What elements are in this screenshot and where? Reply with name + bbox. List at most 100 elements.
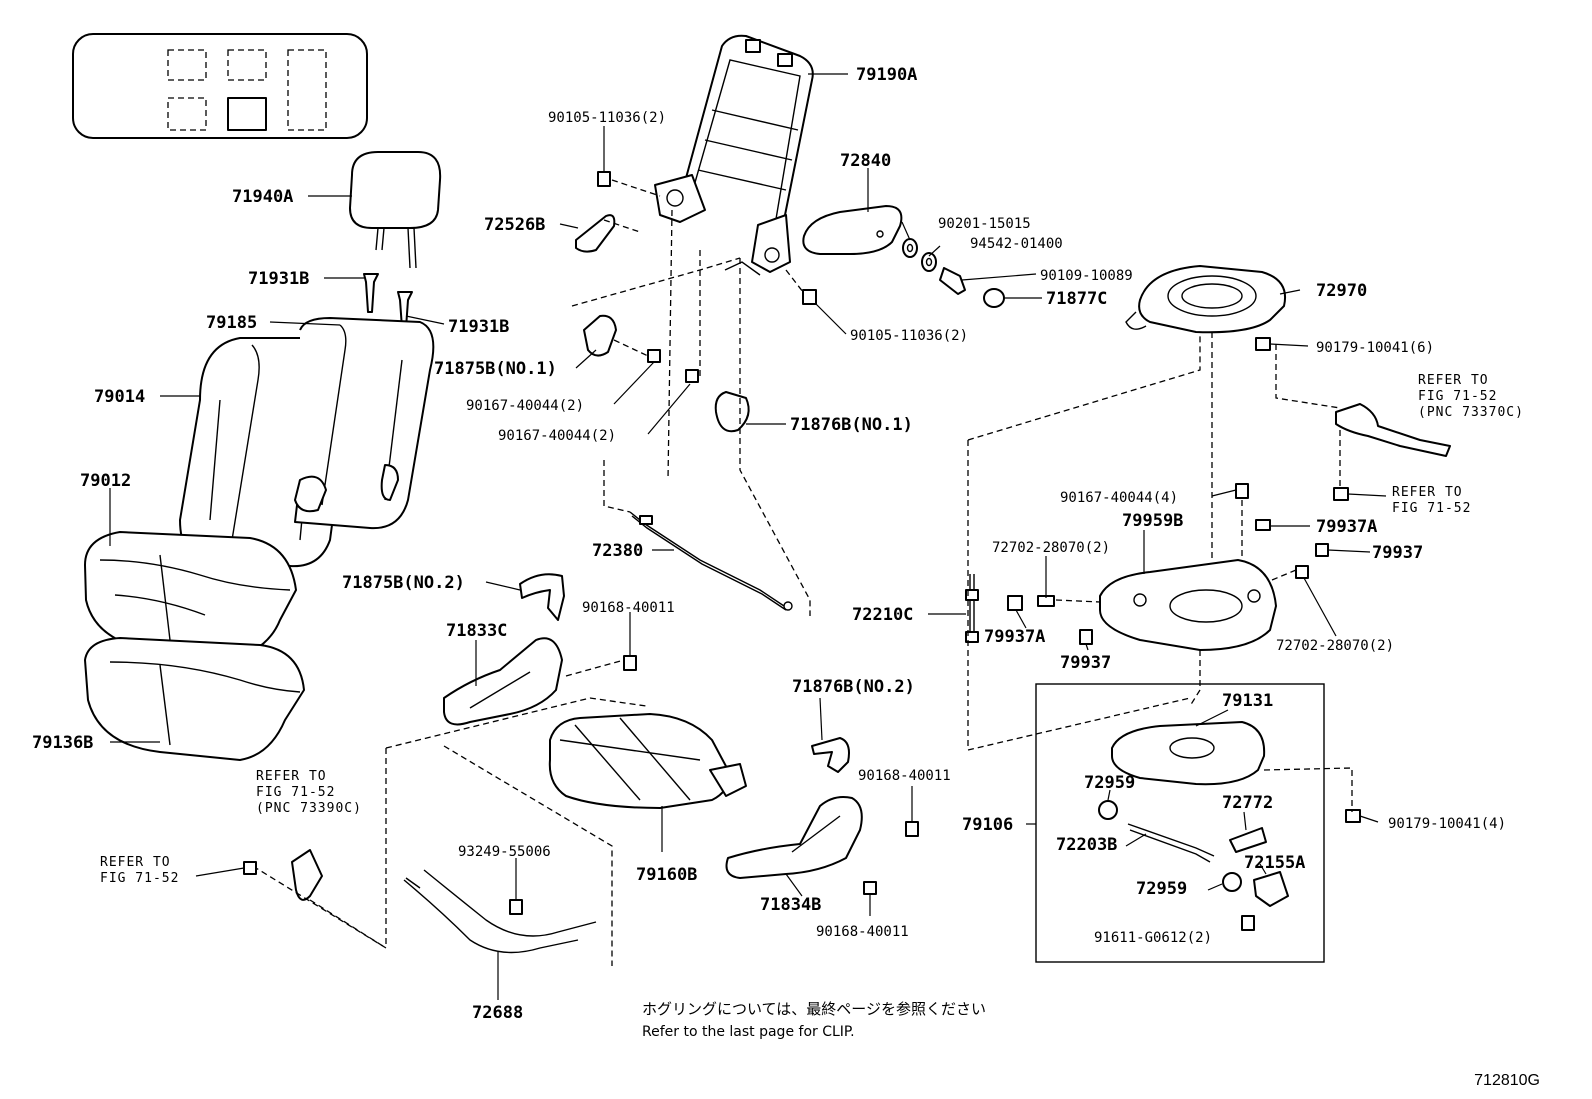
label-79937A-a: 79937A — [1316, 517, 1377, 537]
side-cover-71834B — [725, 796, 863, 879]
seat-cushion-pad-79136B — [84, 637, 305, 761]
cover-71876B-no2 — [811, 737, 850, 773]
label-90179-10041-4: 90179-10041(4) — [1388, 816, 1506, 832]
label-90105-11036-top: 90105-11036(2) — [548, 110, 666, 126]
label-72526B: 72526B — [484, 215, 545, 235]
clip-79937-a — [1315, 543, 1329, 557]
cover-71876B-no1 — [714, 391, 750, 433]
headrest-71940A — [349, 151, 442, 269]
label-72959-b: 72959 — [1136, 879, 1187, 899]
belt-buckle-ref — [243, 849, 323, 901]
label-79185: 79185 — [206, 313, 257, 333]
seat-location-key — [72, 33, 368, 139]
label-79937A-b: 79937A — [984, 627, 1045, 647]
cover-71875B-no2 — [519, 573, 565, 621]
label-79136B: 79136B — [32, 733, 93, 753]
label-79160B: 79160B — [636, 865, 697, 885]
part-labels: 79190A 90105-11036(2) 72840 71940A 72526… — [32, 65, 1506, 1023]
cap-71877C — [983, 288, 1005, 308]
belt-anchor-ref — [1333, 403, 1451, 501]
label-72380: 72380 — [592, 541, 643, 561]
label-71877C: 71877C — [1046, 289, 1107, 309]
label-72702-28070-b: 72702-28070(2) — [1276, 638, 1394, 654]
label-90201-15015: 90201-15015 — [938, 216, 1031, 232]
label-72970: 72970 — [1316, 281, 1367, 301]
nut-90179-10041-6 — [1255, 337, 1271, 351]
figure-id: 712810G — [1474, 1072, 1540, 1089]
bolt-90109-10089 — [939, 267, 966, 295]
label-79012: 79012 — [80, 471, 131, 491]
recliner-cover-72970 — [1125, 265, 1286, 334]
label-90109-10089: 90109-10089 — [1040, 268, 1133, 284]
refer-1-line2: FIG 71-52 — [1418, 389, 1497, 404]
refer-3-line3: (PNC 73390C) — [256, 801, 362, 816]
label-79106: 79106 — [962, 815, 1013, 835]
refer-2-line1: REFER TO — [1392, 485, 1463, 500]
bolt-72702-28070-b — [1295, 565, 1309, 579]
refer-3-line1: REFER TO — [256, 769, 327, 784]
leader-lines — [109, 73, 1387, 1000]
label-94542-01400: 94542-01400 — [970, 236, 1063, 252]
note-english: Refer to the last page for CLIP. — [642, 1024, 855, 1040]
screw-90168-40011-b — [905, 821, 919, 837]
label-71931B-a: 71931B — [248, 269, 309, 289]
label-72203B: 72203B — [1056, 835, 1117, 855]
screw-90168-40011-a — [623, 655, 637, 671]
seat-cushion-79012 — [84, 531, 297, 661]
washer-90201-15015 — [902, 238, 918, 258]
label-72772: 72772 — [1222, 793, 1273, 813]
label-72688: 72688 — [472, 1003, 523, 1023]
label-72155A: 72155A — [1244, 853, 1305, 873]
screw-90167-40044-a — [647, 349, 661, 363]
clip-79937A-a — [1255, 519, 1271, 531]
seatback-frame-79190A — [654, 34, 814, 276]
cable-72210C — [965, 574, 979, 643]
label-90168-40011-a: 90168-40011 — [582, 600, 675, 616]
label-79959B: 79959B — [1122, 511, 1183, 531]
cover-71875B-no1 — [583, 314, 617, 357]
clamp-93249-55006 — [509, 899, 523, 915]
refer-2-line2: FIG 71-52 — [1392, 501, 1471, 516]
label-71875B-no2: 71875B(NO.2) — [342, 573, 465, 593]
refer-1-line1: REFER TO — [1418, 373, 1489, 388]
label-90168-40011-b: 90168-40011 — [858, 768, 951, 784]
seat-cushion-frame-79160B — [548, 713, 747, 809]
label-79937-b: 79937 — [1060, 653, 1111, 673]
label-90179-10041-6: 90179-10041(6) — [1316, 340, 1434, 356]
refer-callouts: REFER TO FIG 71-52 (PNC 73370C) REFER TO… — [100, 373, 1524, 886]
clip-79937A-b — [1007, 595, 1023, 611]
label-71876B-no2: 71876B(NO.2) — [792, 677, 915, 697]
label-90167-40044-a: 90167-40044(2) — [466, 398, 584, 414]
seatback-cover-79185 — [294, 317, 435, 530]
assembly-dashed-lines — [255, 209, 1353, 966]
label-90105-11036-mid: 90105-11036(2) — [850, 328, 968, 344]
label-71875B-no1: 71875B(NO.1) — [434, 359, 557, 379]
cable-72380 — [629, 511, 793, 611]
label-71876B-no1: 71876B(NO.1) — [790, 415, 913, 435]
washer-94542-01400 — [921, 252, 937, 272]
label-72959-a: 72959 — [1084, 773, 1135, 793]
cable-72688 — [403, 869, 597, 954]
label-91611-G0612: 91611-G0612(2) — [1094, 930, 1212, 946]
swivel-base-79959B — [1099, 559, 1277, 651]
screw-90168-40011-c — [863, 881, 877, 895]
note-japanese: ホグリングについては、最終ページを参照ください — [642, 1000, 986, 1018]
label-79014: 79014 — [94, 387, 145, 407]
armrest-72840 — [802, 205, 903, 255]
bolt-90105-11036-mid — [785, 269, 817, 305]
label-79937-a: 79937 — [1372, 543, 1423, 563]
label-72702-28070-a: 72702-28070(2) — [992, 540, 1110, 556]
bolt-90105-11036-top — [597, 171, 661, 197]
screw-90167-40044-b — [685, 369, 699, 383]
label-71834B: 71834B — [760, 895, 821, 915]
label-90168-40011-c: 90168-40011 — [816, 924, 909, 940]
label-71931B-b: 71931B — [448, 317, 509, 337]
refer-3-line2: FIG 71-52 — [256, 785, 335, 800]
refer-1-line3: (PNC 73370C) — [1418, 405, 1524, 420]
nut-90179-10041-4 — [1345, 809, 1361, 823]
label-90167-40044-4: 90167-40044(4) — [1060, 490, 1178, 506]
label-72210C: 72210C — [852, 605, 913, 625]
side-cover-71833C — [443, 637, 563, 726]
subassembly-box-79106 — [1035, 683, 1325, 963]
